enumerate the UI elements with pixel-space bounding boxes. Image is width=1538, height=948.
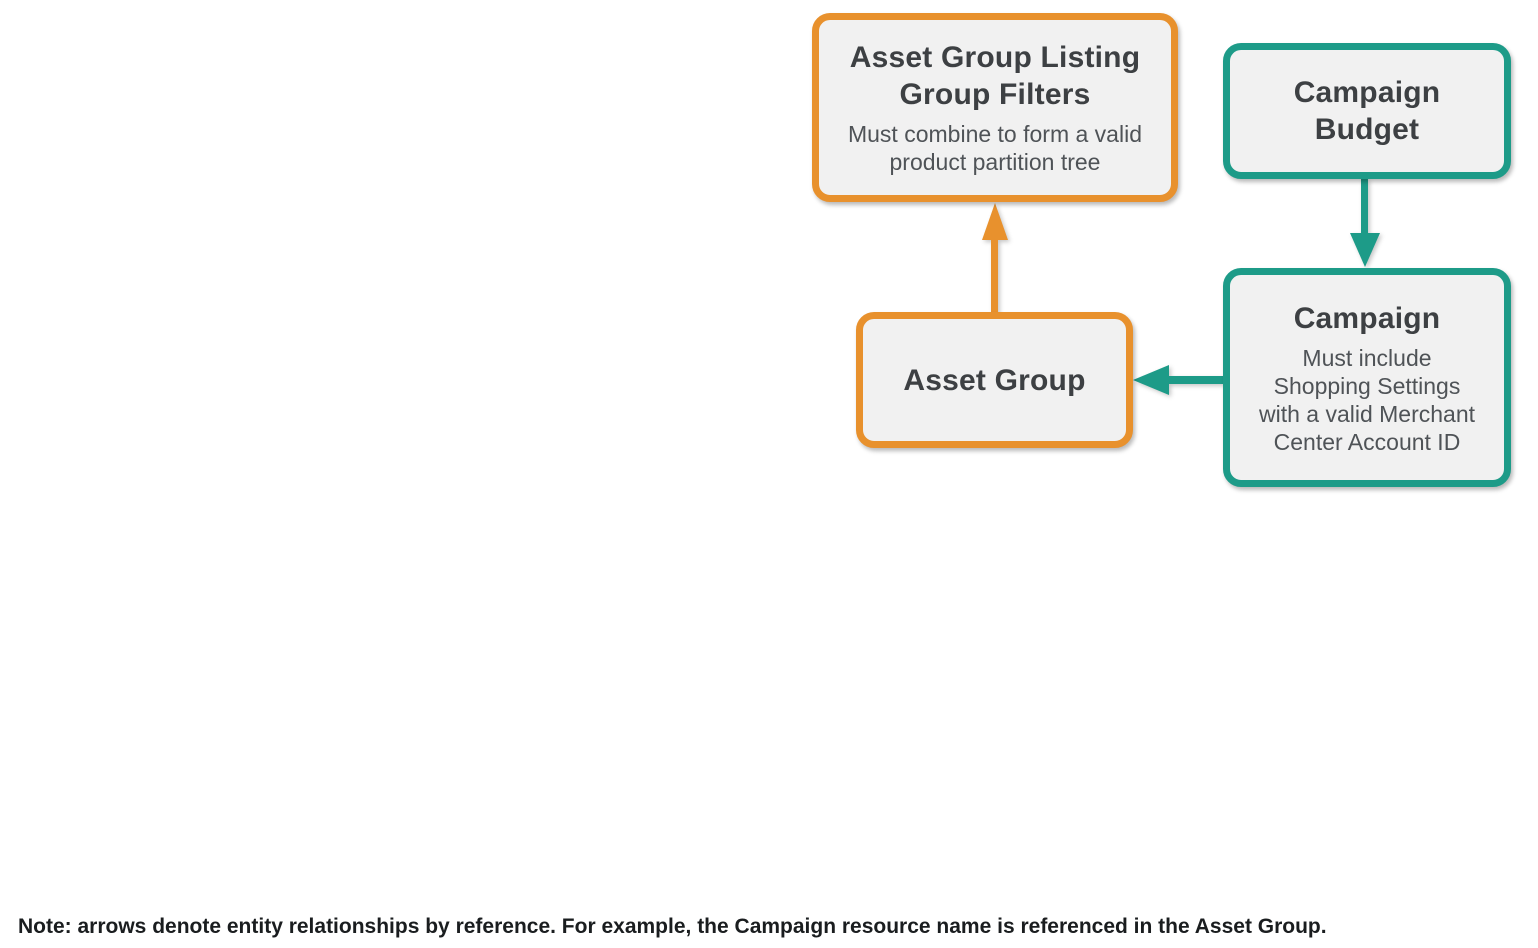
node-title: Asset Group <box>903 363 1086 397</box>
node-subtitle: Must include Shopping Settings with a va… <box>1258 344 1476 455</box>
node-asset-group-listing-group-filters: Asset Group Listing Group Filters Must c… <box>812 13 1178 202</box>
node-campaign-budget: Campaign Budget <box>1223 43 1511 179</box>
arrow-campaign-to-asset-group <box>1133 365 1223 395</box>
node-title: Campaign Budget <box>1293 76 1441 146</box>
arrow-campaign-budget-to-campaign <box>1350 179 1380 267</box>
node-asset-group: Asset Group <box>856 312 1133 448</box>
node-title: Asset Group Listing Group Filters <box>849 41 1141 111</box>
node-subtitle: Must combine to form a valid product par… <box>847 121 1142 175</box>
arrow-asset-group-to-listing-filters <box>982 203 1008 313</box>
node-title: Campaign <box>1293 301 1441 335</box>
footnote: Note: arrows denote entity relationships… <box>18 915 1327 938</box>
node-campaign: Campaign Must include Shopping Settings … <box>1223 268 1511 487</box>
